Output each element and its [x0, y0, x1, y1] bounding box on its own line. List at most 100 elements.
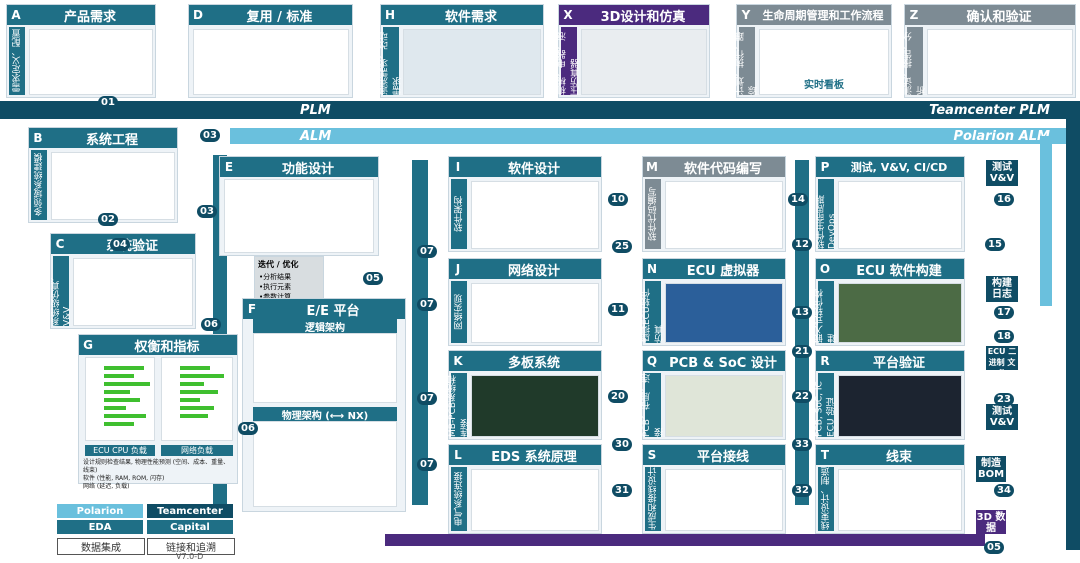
- legend-link-trace: 链接和追溯: [147, 538, 235, 555]
- phys-arch-label: 物理架构 (⟷ NX): [253, 407, 397, 422]
- panel-letter: E: [224, 160, 234, 174]
- flow-number: 15: [985, 238, 1005, 251]
- flow-number: 01: [98, 96, 118, 109]
- panel-side-label: 软件架构: [451, 179, 467, 249]
- alm-return-vertical: [1040, 136, 1052, 306]
- panel-letter: C: [55, 237, 65, 251]
- plm-band: PLM Teamcenter PLM: [0, 101, 1080, 119]
- panel-letter: I: [455, 160, 461, 174]
- flow-number: 23: [994, 393, 1014, 406]
- teal-mid-flow: [412, 160, 428, 505]
- flow-number: 06: [238, 422, 258, 435]
- panel-title: 3D设计和仿真: [600, 9, 686, 25]
- screenshot: [193, 29, 349, 95]
- panel-side-label: PCB, SoC, IC ECU 验证: [815, 373, 837, 437]
- flow-number: 32: [792, 484, 812, 497]
- panel-title: 测试, V&V, CI/CD: [850, 161, 948, 174]
- screenshot: [51, 152, 175, 220]
- flow-number: 07: [417, 298, 437, 311]
- g-note: 设计规则检查结果, 物理性能预测 (空间、成本、重量、线束) 软件 (性能, R…: [83, 459, 235, 491]
- panel-side-label: 需求定义、配置: [9, 27, 25, 95]
- panel-a[interactable]: A 产品需求 需求定义、配置: [6, 4, 156, 98]
- flow-number: 04: [110, 238, 130, 251]
- panel-title: 平台接线: [696, 449, 749, 465]
- phys-arch-diagram: [253, 421, 397, 507]
- panel-title: 功能设计: [281, 161, 334, 177]
- panel-title: 系统验证: [105, 238, 158, 254]
- panel-title: ECU 虚拟器: [686, 263, 760, 279]
- panel-letter: J: [455, 262, 461, 276]
- panel-title: ECU 软件构建: [856, 263, 942, 279]
- flow-number: 21: [792, 345, 812, 358]
- panel-title: 平台验证: [872, 355, 925, 371]
- flow-number: 07: [417, 458, 437, 471]
- panel-side-label: 生成和接线设计: [645, 467, 661, 531]
- polarion-alm-label: Polarion ALM: [953, 128, 1050, 144]
- harness-image: [838, 469, 962, 531]
- screenshot: [73, 258, 193, 326]
- panel-letter: N: [646, 262, 658, 276]
- plm-label: PLM: [300, 102, 331, 118]
- screenshot: [838, 181, 962, 249]
- flow-number: 20: [608, 390, 628, 403]
- panel-title: 产品需求: [63, 9, 116, 25]
- screenshot: [665, 283, 783, 343]
- multiboard-image: [471, 375, 599, 437]
- screenshot: [471, 181, 599, 249]
- logic-arch-label: 逻辑架构: [253, 319, 397, 334]
- legend-teamcenter: Teamcenter: [147, 504, 233, 518]
- panel-e[interactable]: E 功能设计: [219, 156, 379, 256]
- flow-number: 05: [363, 272, 383, 285]
- g-note-2: 软件 (性能, RAM, ROM, 闪存): [83, 475, 165, 482]
- panel-side-label: 多领域系统建模: [31, 150, 47, 220]
- network-load-label: 网络负载: [161, 445, 233, 456]
- screenshot: [665, 469, 783, 531]
- alm-band: ALM Polarion ALM: [230, 128, 1080, 144]
- pcb-image: [665, 375, 783, 437]
- panel-letter: T: [820, 448, 830, 462]
- chip-image: [838, 283, 962, 343]
- teamcenter-plm-label: Teamcenter PLM: [929, 102, 1050, 118]
- panel-letter: H: [384, 8, 396, 22]
- teal-right-flow: [795, 160, 809, 505]
- panel-letter: A: [11, 8, 21, 22]
- flow-number: 07: [417, 392, 437, 405]
- panel-side-label: 嵌入式软件构建: [815, 281, 838, 343]
- iterate-item: •执行元素: [259, 283, 292, 291]
- screenshot: [471, 469, 599, 531]
- panel-letter: Q: [646, 354, 658, 368]
- panel-title: 确认和验证: [966, 9, 1032, 25]
- ecu-cpu-load-label: ECU CPU 负载: [85, 445, 155, 456]
- panel-letter: Z: [909, 8, 919, 22]
- panel-letter: D: [193, 8, 203, 22]
- screenshot: [224, 179, 374, 253]
- legend-eda: EDA: [57, 520, 143, 534]
- iterate-title: 迭代 / 优化: [258, 260, 299, 269]
- panel-letter: K: [453, 354, 463, 368]
- flow-number: 03: [197, 205, 217, 218]
- screenshot: [403, 29, 541, 95]
- panel-side-label: MB-PCB系统和连接: [448, 373, 471, 437]
- flow-number: 25: [612, 240, 632, 253]
